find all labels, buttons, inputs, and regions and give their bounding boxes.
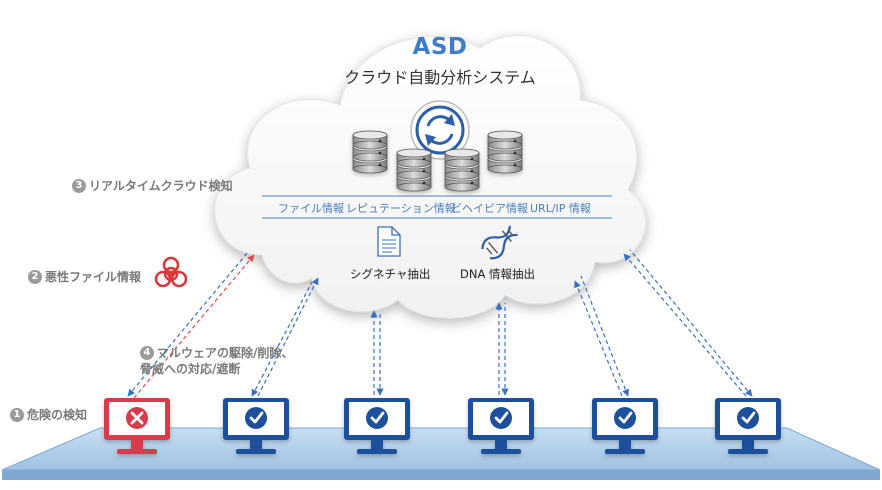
step-3-label: 3 リアルタイムクラウド検知 <box>72 177 233 194</box>
info-tab-reputation: レピュテーション情報 <box>346 202 456 215</box>
cloud-title: ASD <box>412 34 468 60</box>
step-2-number: 2 <box>28 269 42 284</box>
endpoints <box>104 398 781 454</box>
step-4-number: 4 <box>140 346 154 360</box>
checkmark-icon <box>737 407 759 429</box>
database-icon <box>444 148 480 192</box>
info-tab-file: ファイル情報 <box>278 202 344 215</box>
info-tab-url-ip: URL/IP 情報 <box>530 202 591 215</box>
signature-extraction-label: シグネチャ抽出 <box>350 267 431 281</box>
sync-icon <box>410 100 470 160</box>
connection-arrow <box>127 251 249 397</box>
database-icon <box>352 130 388 174</box>
database-icon <box>396 148 432 192</box>
info-tab-behavior: ビヘイビア情報 <box>451 202 528 215</box>
dna-extraction-label: DNA 情報抽出 <box>460 267 535 281</box>
checkmark-icon <box>614 407 636 429</box>
checkmark-icon <box>366 407 388 429</box>
step-2-text: 悪性ファイル情報 <box>45 270 142 284</box>
checkmark-icon <box>490 407 512 429</box>
connection-arrow <box>623 253 747 397</box>
safe-endpoint <box>344 398 410 454</box>
step-4-text-line2: 脅威への対応/遮断 <box>140 362 241 376</box>
safe-endpoint <box>468 398 534 454</box>
threat-endpoint <box>104 398 170 454</box>
safe-endpoint <box>592 398 658 454</box>
database-icons <box>352 130 523 192</box>
cloud-subtitle: クラウド自動分析システム <box>344 68 536 87</box>
connection-arrow <box>580 275 629 397</box>
dna-icon <box>481 225 518 260</box>
step-1-label: 1 危険の検知 <box>10 406 87 423</box>
step-1-number: 1 <box>10 407 24 422</box>
connection-arrow <box>251 281 313 397</box>
step-1-text: 危険の検知 <box>27 408 88 422</box>
step-3-number: 3 <box>72 178 86 193</box>
database-icon <box>487 130 523 174</box>
step-4-text-line1: マルウェアの駆除/削除、 <box>157 346 294 360</box>
arrows <box>127 249 753 399</box>
network-platform <box>1 427 881 480</box>
connection-arrow <box>257 277 319 397</box>
safe-endpoint <box>715 398 781 454</box>
biohazard-icon <box>154 256 188 288</box>
safe-endpoint <box>223 398 289 454</box>
step-3-text: リアルタイムクラウド検知 <box>89 179 233 193</box>
document-icon <box>377 226 401 257</box>
checkmark-icon <box>245 407 267 429</box>
step-4-label: 4 マルウェアの駆除/削除、 脅威への対応/遮断 <box>140 345 293 377</box>
connection-arrow <box>133 254 255 399</box>
step-2-label: 2 悪性ファイル情報 <box>28 268 141 285</box>
connection-arrow <box>629 249 753 397</box>
connection-arrow <box>574 280 623 397</box>
